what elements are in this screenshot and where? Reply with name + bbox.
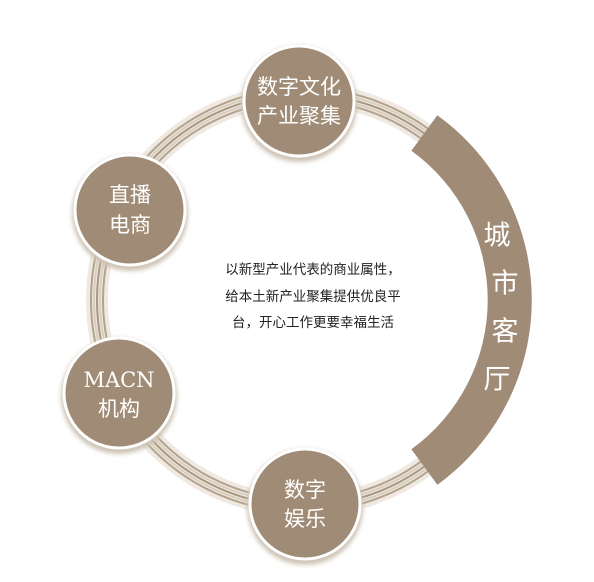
- node-label: 娱乐: [284, 507, 326, 531]
- center-line: 台，开心工作更要幸福生活: [232, 315, 394, 331]
- banner-char: 市: [492, 269, 519, 300]
- node-livestream: 直播 电商: [72, 153, 188, 271]
- banner-char: 厅: [484, 365, 511, 396]
- node-macn: MACN 机构: [61, 336, 177, 454]
- node-label: MACN: [83, 368, 154, 392]
- node-digital-culture: 数字文化 产业聚集: [241, 44, 357, 162]
- node-digital-entertainment: 数字 娱乐: [247, 447, 363, 565]
- center-description: 以新型产业代表的商业属性， 给本土新产业聚集提供优良平 台，开心工作更要幸福生活: [225, 262, 401, 331]
- center-line: 以新型产业代表的商业属性，: [225, 262, 401, 278]
- banner-char: 客: [492, 317, 519, 348]
- node-label: 产业聚集: [257, 104, 341, 128]
- banner-band: [411, 115, 532, 485]
- banner-char: 城: [484, 221, 511, 252]
- node-label: 机构: [98, 397, 140, 421]
- node-label: 电商: [109, 213, 151, 237]
- node-label: 数字: [284, 478, 326, 502]
- node-label: 直播: [109, 183, 151, 207]
- city-lounge-banner: 城 市 客 厅: [411, 115, 532, 485]
- node-label: 数字文化: [257, 75, 341, 99]
- center-line: 给本土新产业聚集提供优良平: [225, 289, 401, 305]
